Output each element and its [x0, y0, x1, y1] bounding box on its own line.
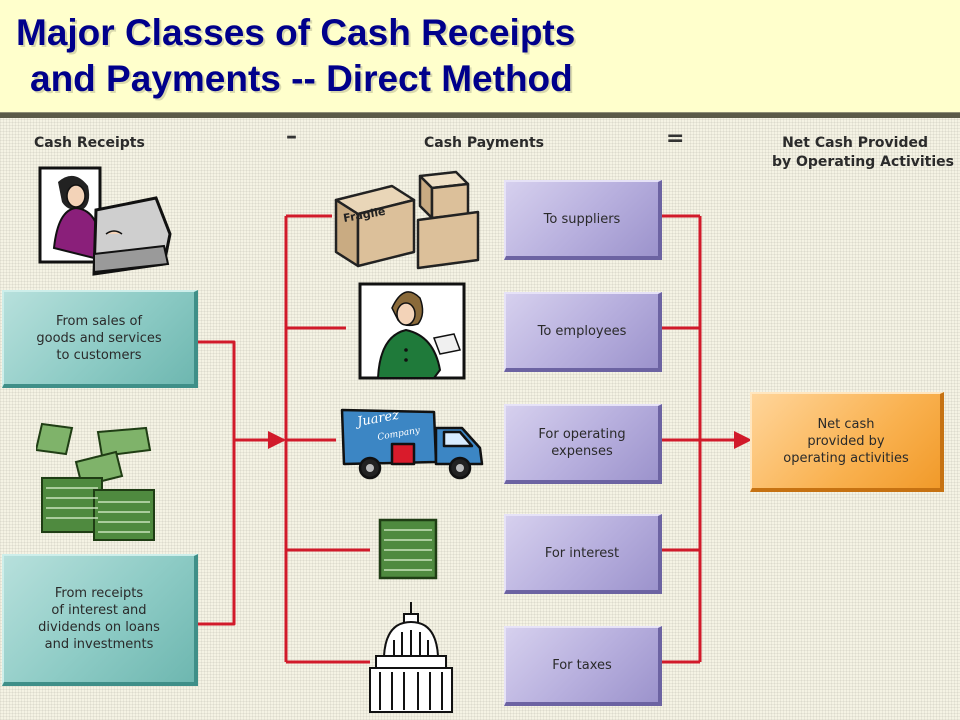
cash-bundles-icon [36, 422, 155, 541]
connector-receipts-sales [198, 340, 284, 442]
payment-box-taxes: For taxes [504, 626, 662, 706]
result-line-1: Net cash [817, 416, 875, 432]
arrowhead-to-result [734, 431, 752, 449]
header-net-cash: Net Cash Provided by Operating Activitie… [738, 134, 954, 172]
receipt-interest-line-2: of interest and [51, 603, 147, 618]
receipt-interest-line-3: dividends on loans [38, 620, 160, 635]
payment-employees-label: To employees [537, 323, 627, 339]
header-cash-payments: Cash Payments [424, 135, 544, 151]
cash-flow-diagram: Cash Receipts – Cash Payments = Net Cash… [0, 118, 960, 720]
header-net-cash-line-1: Net Cash Provided [782, 135, 928, 151]
title-band: Major Classes of Cash Receipts and Payme… [0, 0, 960, 112]
header-net-cash-line-2: by Operating Activities [771, 154, 954, 170]
result-line-2: provided by [807, 433, 885, 449]
receipt-box-interest-dividends: From receipts of interest and dividends … [2, 554, 198, 686]
arrowhead-to-payments [268, 431, 286, 449]
payment-operating-line-1: For operating [538, 427, 626, 442]
payment-interest-label: For interest [544, 545, 620, 561]
customer-at-computer-icon [38, 166, 172, 276]
payment-box-interest: For interest [504, 514, 662, 594]
payment-box-suppliers: To suppliers [504, 180, 662, 260]
title-divider [0, 112, 960, 119]
employee-icon [358, 282, 466, 380]
result-box-net-cash: Net cash provided by operating activitie… [750, 392, 944, 492]
shipping-boxes-icon: Fragile [334, 170, 480, 270]
payment-suppliers-label: To suppliers [543, 211, 621, 227]
receipt-sales-line-3: to customers [56, 347, 142, 363]
equals-operator: = [666, 126, 685, 151]
capitol-dome-icon [369, 602, 453, 713]
payment-box-operating-expenses: For operating expenses [504, 404, 662, 484]
minus-operator: – [286, 124, 297, 149]
connector-receipts-interest [198, 440, 236, 626]
cash-stack-icon [378, 518, 438, 580]
receipt-interest-line-1: From receipts [54, 586, 144, 601]
receipt-box-sales: From sales of goods and services to cust… [2, 290, 198, 388]
slide-title-line-2: and Payments -- Direct Method [30, 58, 573, 99]
payment-taxes-label: For taxes [552, 657, 612, 673]
slide-title-line-1: Major Classes of Cash Receipts [16, 12, 576, 53]
receipt-interest-line-4: and investments [44, 637, 154, 652]
result-line-3: operating activities [783, 450, 909, 466]
delivery-truck-icon: Juarez Company [340, 408, 484, 480]
connector-lines [198, 214, 752, 664]
payment-operating-line-2: expenses [551, 444, 613, 459]
receipt-sales-line-2: goods and services [36, 330, 162, 346]
payment-box-employees: To employees [504, 292, 662, 372]
header-cash-receipts: Cash Receipts [34, 135, 145, 151]
receipt-sales-line-1: From sales of [55, 313, 143, 329]
